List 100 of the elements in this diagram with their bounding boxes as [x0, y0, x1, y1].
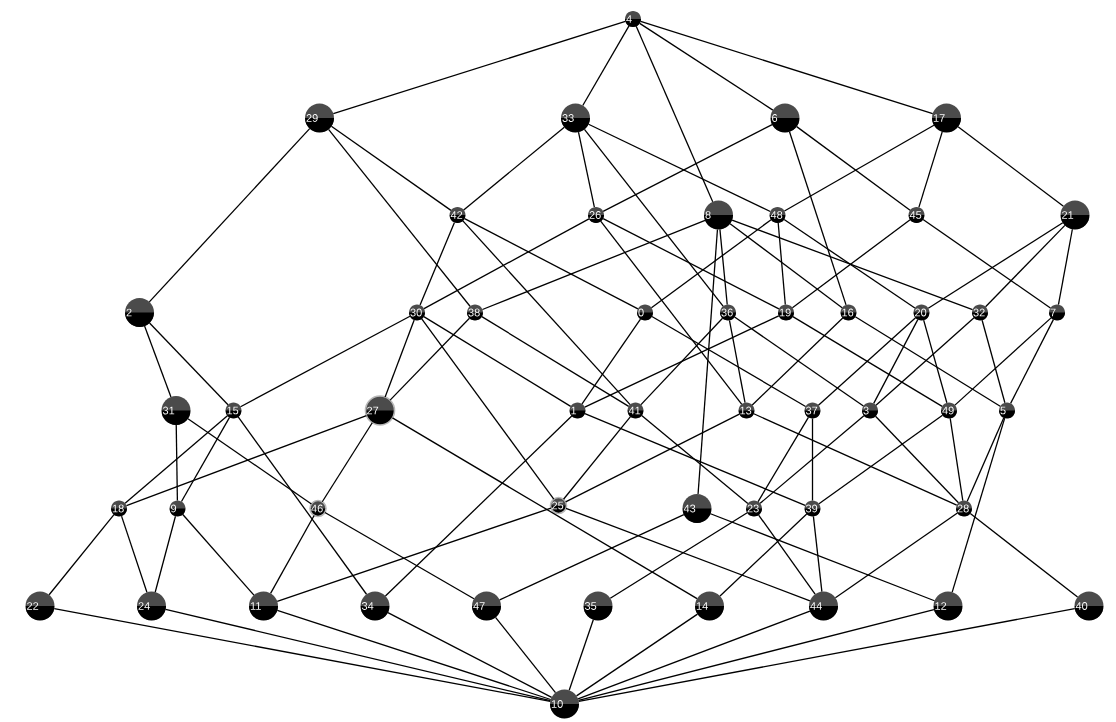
connector-line — [923, 319, 948, 404]
graph-node: 23 — [746, 500, 762, 517]
connector-line — [276, 609, 552, 701]
connector-line — [922, 218, 1052, 309]
graph-node: 38 — [467, 304, 483, 321]
graph-node: 44 — [809, 591, 838, 621]
connector-line — [53, 608, 551, 702]
graph-node: 7 — [1049, 304, 1065, 321]
graph-node: 4 — [625, 11, 641, 27]
connector-line — [175, 424, 179, 502]
graph-node: 36 — [720, 304, 736, 321]
connector-line — [565, 507, 811, 602]
graph-node: 33 — [561, 103, 590, 133]
connector-line — [389, 317, 471, 401]
graph-node: 43 — [682, 494, 712, 523]
connector-line — [650, 219, 772, 309]
connector-line — [635, 25, 714, 203]
connector-line — [731, 219, 974, 311]
connector-line — [481, 316, 630, 407]
connector-line — [949, 417, 964, 502]
graph-node: 41 — [627, 402, 644, 419]
connector-line — [384, 319, 415, 398]
connector-line — [954, 317, 1052, 406]
connector-line — [148, 322, 229, 406]
graph-node: 0 — [637, 304, 653, 321]
connector-line — [462, 220, 631, 406]
connector-line — [981, 319, 1006, 404]
graph-node: 6 — [770, 103, 800, 133]
connector-line — [562, 416, 632, 500]
connector-line — [602, 218, 780, 310]
connector-line — [575, 613, 699, 697]
connector-line — [494, 616, 557, 694]
connector-line — [154, 515, 177, 593]
connector-line — [148, 128, 311, 303]
graph-node: 49 — [941, 402, 957, 419]
connector-line — [565, 413, 740, 503]
graph-node: 30 — [409, 304, 425, 321]
connector-line — [751, 317, 844, 406]
connector-line — [499, 513, 685, 601]
graph-node: 27 — [364, 395, 396, 426]
connector-line — [918, 131, 943, 208]
graph-node: 26 — [588, 207, 604, 223]
graph-node: 45 — [908, 207, 925, 223]
connector-line — [1010, 318, 1054, 404]
connector-line — [957, 126, 1065, 207]
connector-line — [777, 222, 786, 306]
connector-line — [463, 126, 565, 211]
graph-node: 37 — [804, 402, 821, 419]
connector-line — [423, 316, 572, 407]
connector-line — [719, 513, 808, 597]
connector-line — [584, 412, 806, 507]
connector-line — [330, 125, 452, 212]
connector-line — [125, 414, 368, 507]
connector-line — [812, 515, 823, 593]
graph-node: 12 — [933, 591, 963, 621]
graph-node: 48 — [769, 207, 786, 223]
graph-node: 31 — [161, 396, 191, 425]
connector-line — [324, 511, 475, 600]
connector-line — [817, 317, 917, 406]
graph-node: 46 — [309, 499, 327, 518]
connector-line — [583, 128, 724, 307]
connector-line — [568, 619, 594, 691]
graph-node: 47 — [472, 591, 501, 621]
connector-line — [697, 228, 719, 495]
connector-line — [1057, 228, 1073, 306]
connector-line — [577, 608, 935, 702]
connector-line — [237, 416, 368, 595]
graph-node: 21 — [1060, 200, 1090, 230]
connector-line — [577, 131, 595, 208]
connector-line — [640, 20, 934, 115]
graph-node: 17 — [932, 103, 961, 133]
connector-line — [321, 422, 373, 503]
graph-node: 14 — [695, 591, 724, 621]
connector-line — [729, 223, 843, 309]
graph-node: 1 — [569, 402, 586, 419]
graph-node: 28 — [956, 500, 972, 517]
connector-line — [728, 319, 746, 404]
connector-line — [759, 415, 865, 504]
connector-line — [124, 415, 229, 504]
connector-line — [834, 512, 959, 599]
graph-node: 20 — [913, 304, 930, 321]
connector-line — [788, 131, 847, 306]
graph-node: 39 — [804, 500, 821, 517]
connector-line — [164, 608, 552, 702]
connector-line — [481, 219, 706, 311]
connector-line — [276, 507, 552, 602]
connector-line — [753, 413, 958, 506]
connector-line — [641, 414, 749, 505]
connector-line — [182, 513, 255, 596]
connector-line — [854, 316, 1001, 407]
graph-node: 16 — [840, 304, 857, 321]
graph-node: 34 — [360, 591, 390, 621]
graph-node: 9 — [169, 500, 186, 517]
connector-line — [239, 315, 411, 408]
connector-line — [875, 317, 975, 406]
graph-node: 5 — [999, 402, 1015, 419]
connector-line — [582, 25, 630, 107]
connector-line — [783, 124, 935, 212]
connector-line — [581, 318, 642, 405]
graph-node: 29 — [305, 103, 334, 133]
